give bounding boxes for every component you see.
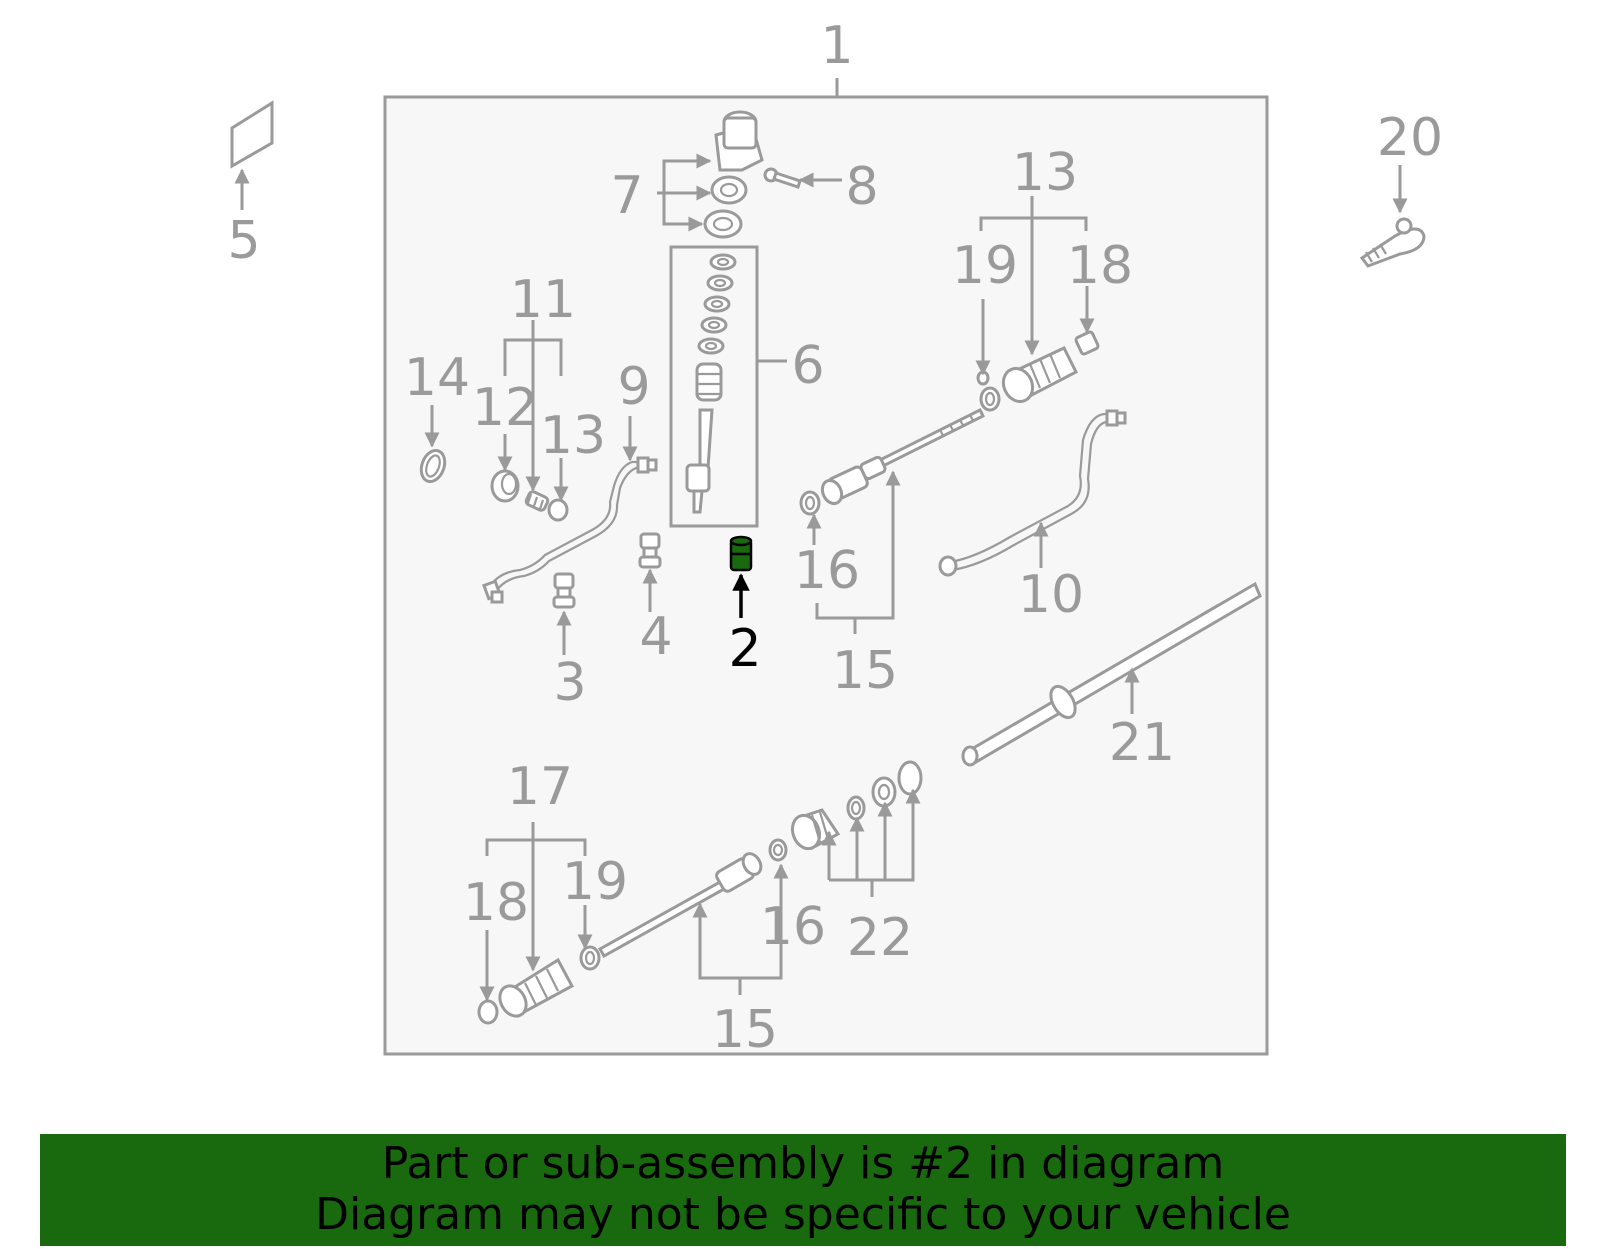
washer-icon: [979, 386, 1001, 412]
inner-tie-rod-icon: [820, 407, 986, 506]
washer-icon: [799, 490, 821, 516]
callout-10: 10: [1018, 565, 1084, 625]
inner-tie-rod-icon: [597, 852, 763, 959]
callout-18-top: 18: [1067, 236, 1133, 296]
callout-16-bottom: 16: [760, 897, 826, 957]
pinion-kit-box: [669, 245, 759, 528]
callout-19-top: 19: [952, 236, 1018, 296]
callout-21: 21: [1109, 713, 1175, 773]
callout-5: 5: [227, 211, 260, 271]
washer-icon: [768, 838, 788, 862]
seal-icon: [703, 209, 743, 239]
seal-icon: [547, 498, 569, 522]
banner-line-2: Diagram may not be specific to your vehi…: [315, 1189, 1291, 1240]
pinion-kit-icon: [685, 253, 737, 514]
washer-icon: [579, 945, 601, 971]
plug-icon: [552, 572, 576, 609]
callout-13-right: 13: [1012, 143, 1078, 203]
nut-icon: [477, 999, 499, 1025]
callout-9: 9: [617, 357, 650, 417]
callout-2: 2: [728, 619, 761, 679]
callout-14: 14: [404, 348, 470, 408]
callout-19-bottom: 19: [562, 852, 628, 912]
highlighted-part-2-icon: [729, 535, 753, 572]
pipe-icon: [938, 409, 1127, 577]
boot-icon: [498, 957, 575, 1018]
pipe-icon: [482, 456, 658, 604]
info-banner: Part or sub-assembly is #2 in diagram Di…: [40, 1134, 1566, 1246]
rack-icon: [961, 581, 1262, 767]
callout-1: 1: [820, 16, 853, 76]
callout-6: 6: [791, 336, 824, 396]
callout-20: 20: [1377, 108, 1443, 168]
label-plate-icon: [230, 100, 274, 169]
callout-13-left: 13: [540, 406, 606, 466]
bolt-icon: [763, 167, 802, 189]
callout-12: 12: [472, 378, 538, 438]
seal-icon: [710, 175, 748, 205]
callout-17: 17: [507, 757, 573, 817]
callout-4: 4: [639, 607, 672, 667]
callout-7: 7: [610, 166, 643, 226]
callout-3: 3: [553, 653, 586, 713]
callout-18-bottom: 18: [463, 873, 529, 933]
callout-11: 11: [510, 270, 576, 330]
nut-icon: [1074, 330, 1100, 356]
banner-line-1: Part or sub-assembly is #2 in diagram: [381, 1138, 1225, 1189]
callout-16-top: 16: [794, 541, 860, 601]
callout-8: 8: [845, 157, 878, 217]
callout-15-bottom: 15: [712, 1000, 778, 1060]
fitting-icon: [524, 490, 550, 512]
valve-housing-icon: [714, 110, 764, 172]
callout-15-top: 15: [832, 641, 898, 701]
callout-22: 22: [847, 908, 913, 968]
tie-rod-end-icon: [1359, 217, 1426, 268]
boot-icon: [1001, 346, 1079, 404]
plug-icon: [638, 532, 662, 569]
